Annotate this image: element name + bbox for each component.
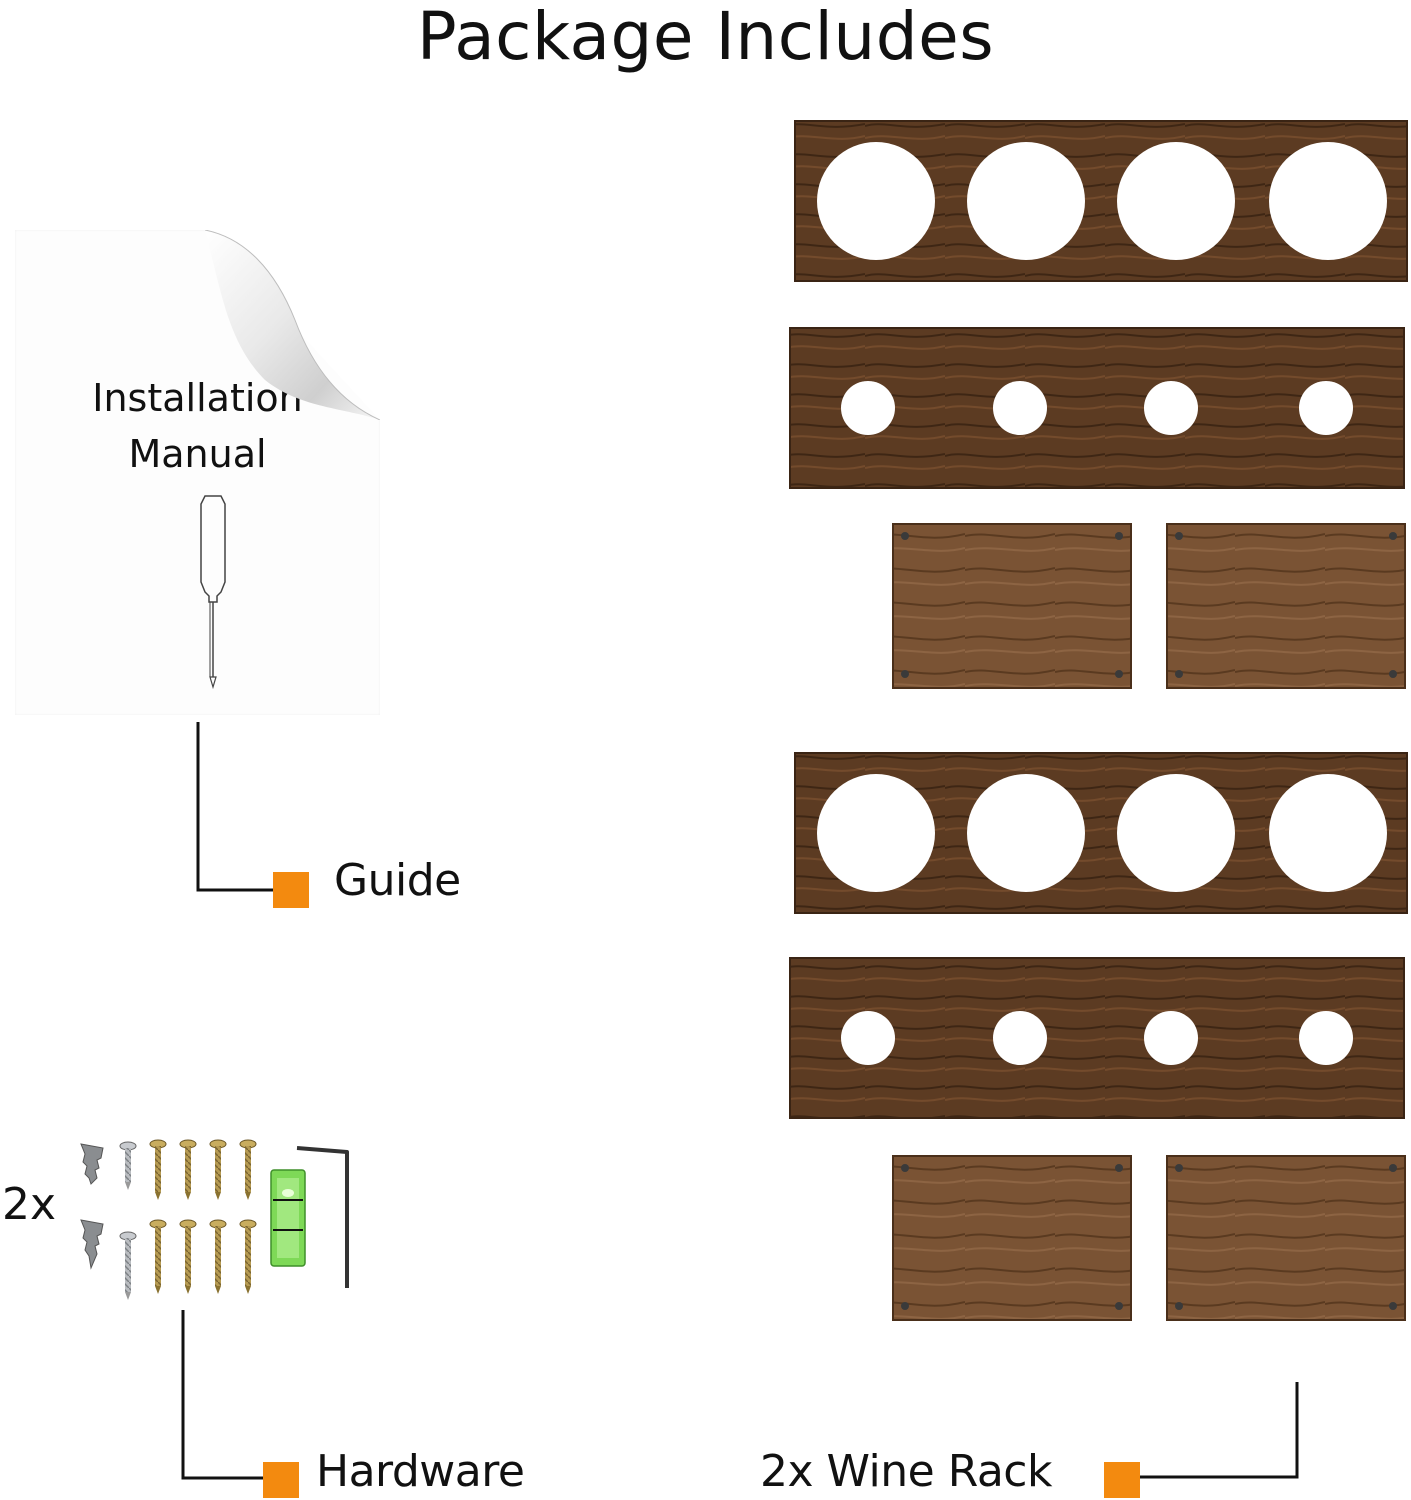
- hardware-marker: [263, 1462, 299, 1498]
- screwdriver-icon: [200, 495, 226, 690]
- installation-manual-image: Installation Manual: [15, 230, 380, 715]
- silver-screw-icon: [119, 1141, 137, 1300]
- hardware-count: 2x: [2, 1179, 57, 1230]
- manual-title: Installation Manual: [15, 370, 380, 482]
- hex-key-icon: [296, 1146, 349, 1288]
- guide-marker: [273, 872, 309, 908]
- bubble-level-icon: [270, 1169, 306, 1267]
- wine-rack-marker: [1104, 1462, 1140, 1498]
- brass-screw-icon: [149, 1139, 257, 1294]
- wall-anchor-icon: [80, 1143, 104, 1270]
- hardware-label: Hardware: [316, 1446, 525, 1497]
- manual-title-line1: Installation: [92, 376, 303, 420]
- wine-rack-set-2-image: [789, 752, 1408, 1321]
- guide-label: Guide: [334, 855, 461, 906]
- wine-rack-label: 2x Wine Rack: [760, 1446, 1052, 1497]
- page-title: Package Includes: [416, 0, 995, 75]
- wine-rack-set-1-image: [789, 120, 1408, 689]
- manual-title-line2: Manual: [128, 432, 267, 476]
- page-curl-icon: [205, 230, 380, 420]
- hardware-image: [80, 1139, 349, 1300]
